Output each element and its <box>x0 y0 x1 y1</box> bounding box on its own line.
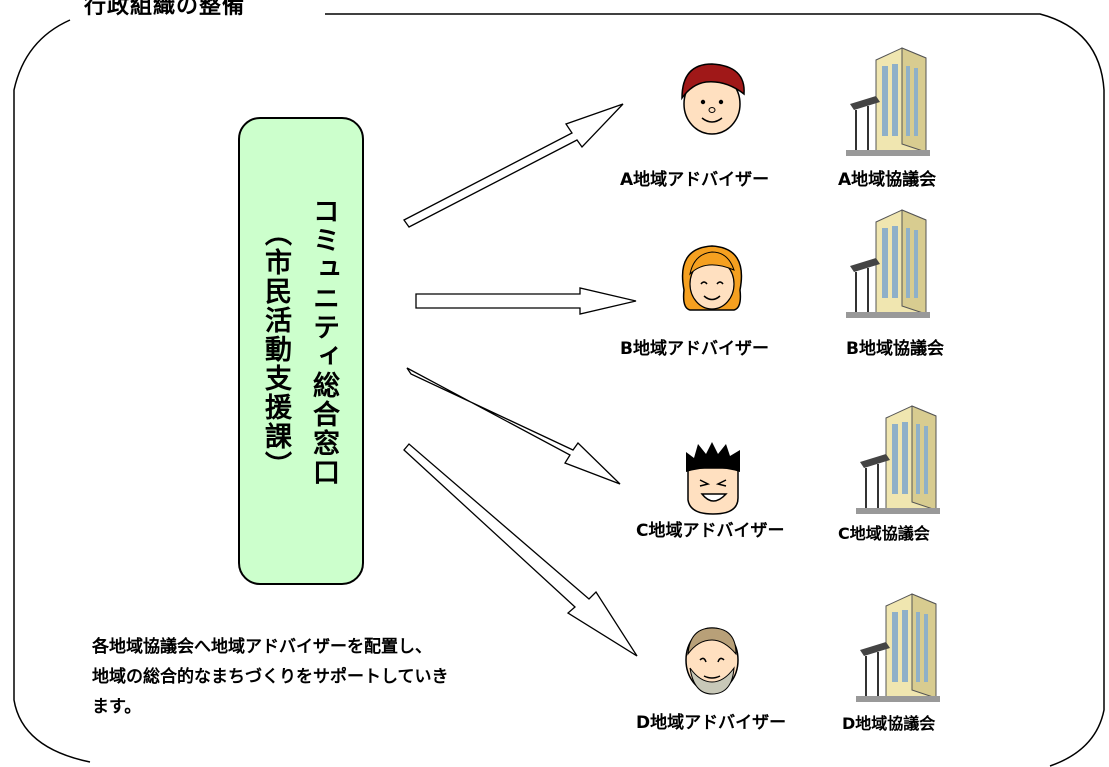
note-line-2: 地域の総合的なまちづくりをサポートしていき <box>92 667 449 687</box>
building-icon <box>856 593 940 702</box>
council-label-d: D地域協議会 <box>842 714 936 733</box>
community-window-box: コミュニティ総合窓口 （市民活動支援課） <box>238 117 364 585</box>
council-label-a: A地域協議会 <box>838 170 937 190</box>
arrow-to-c <box>406 367 621 485</box>
community-window-label: コミュニティ総合窓口 <box>308 197 339 487</box>
advisor-label-d: D地域アドバイザー <box>636 713 787 733</box>
department-label: （市民活動支援課） <box>260 219 291 480</box>
building-icon <box>846 209 930 318</box>
building-icon <box>856 405 940 514</box>
woman-orange-hair-icon <box>681 245 743 311</box>
council-label-b: B地域協議会 <box>846 339 944 359</box>
building-icon <box>846 47 930 156</box>
description-note: 各地域協議会へ地域アドバイザーを配置し、 地域の総合的なまちづくりをサポートして… <box>92 632 449 722</box>
advisor-label-a: A地域アドバイザー <box>620 170 770 190</box>
arrow-to-d <box>403 443 638 657</box>
arrow-to-b <box>415 287 637 315</box>
page-title: 行政組織の整備 <box>78 0 252 22</box>
man-spiky-hair-icon <box>686 442 740 515</box>
advisor-label-b: B地域アドバイザー <box>620 339 769 359</box>
man-bald-beard-icon <box>685 627 739 695</box>
outer-frame <box>13 13 1105 767</box>
advisor-label-c: C地域アドバイザー <box>636 521 785 541</box>
arrow-to-a <box>403 103 624 228</box>
council-label-c: C地域協議会 <box>838 524 930 543</box>
note-line-3: ます。 <box>92 697 142 717</box>
man-red-hair-icon <box>681 63 745 135</box>
note-line-1: 各地域協議会へ地域アドバイザーを配置し、 <box>92 637 432 657</box>
